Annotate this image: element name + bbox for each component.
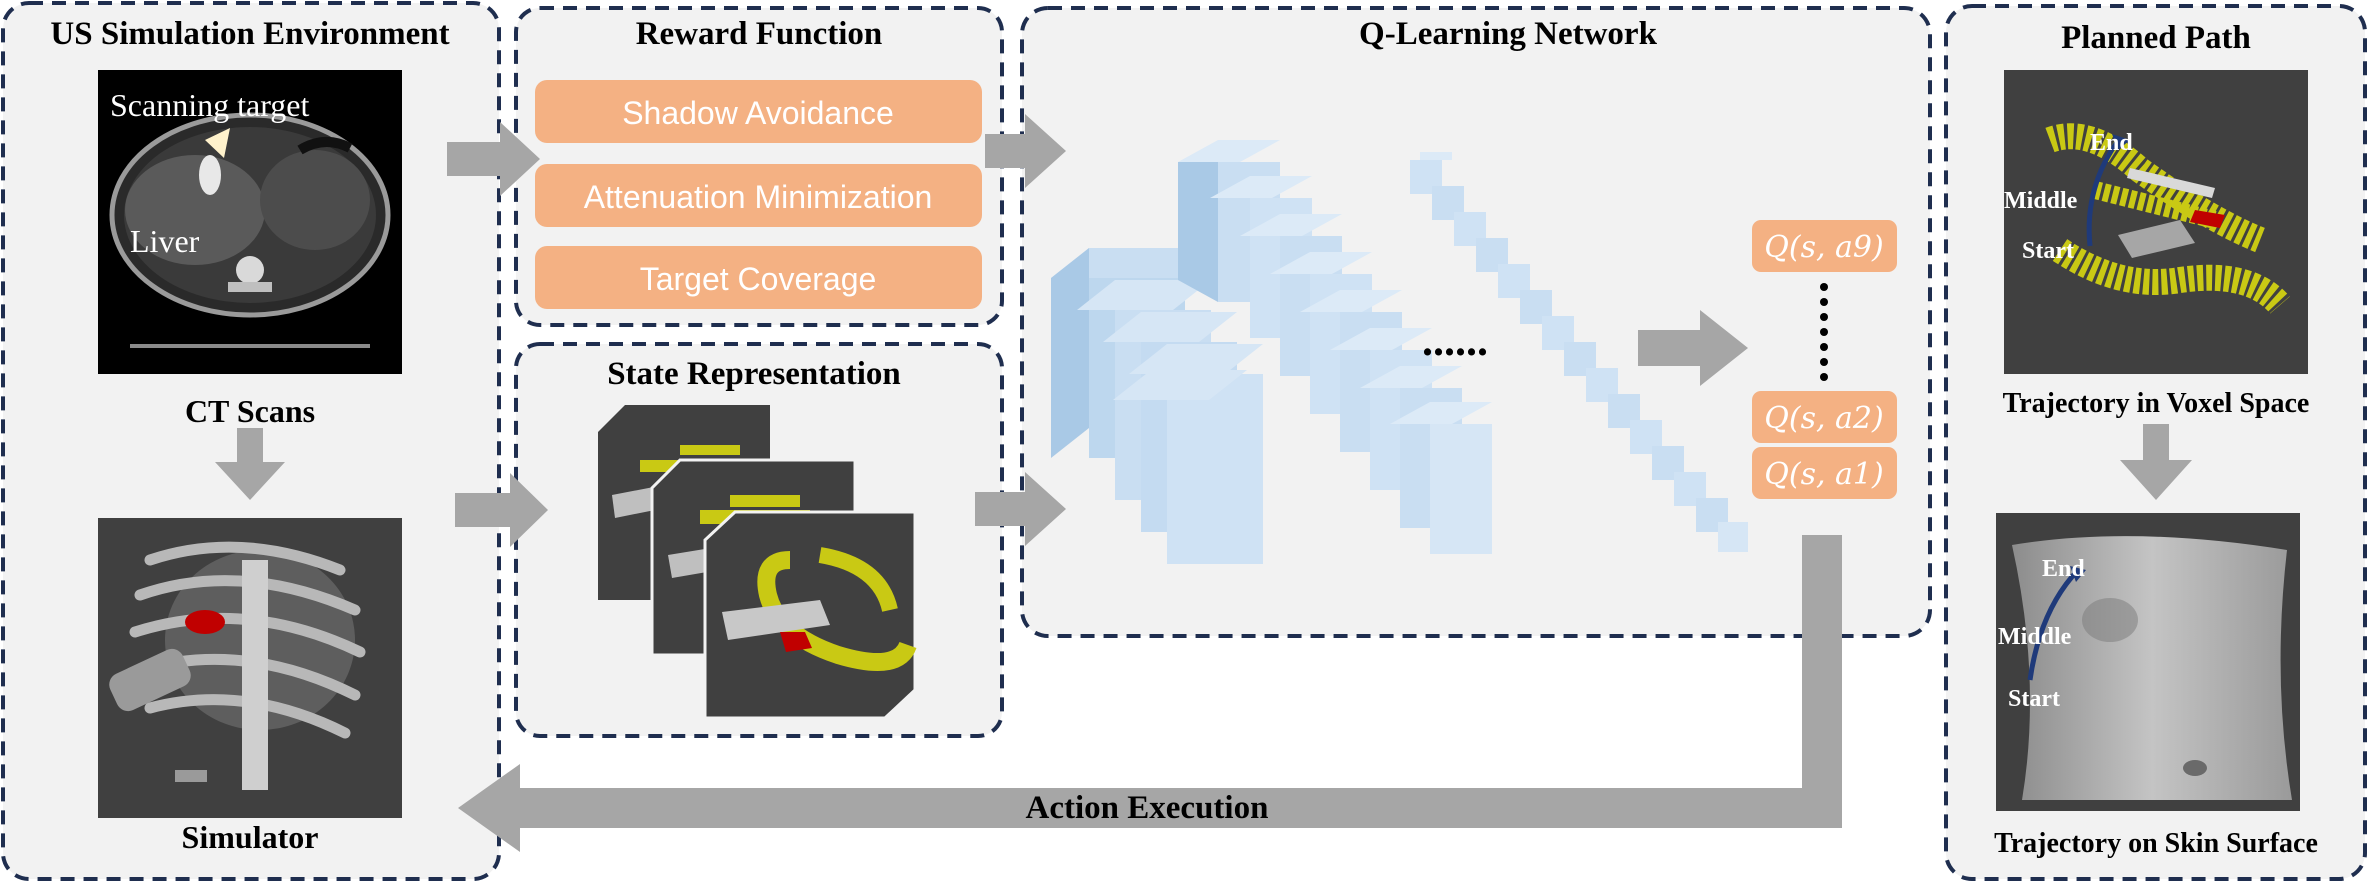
reward-item-shadow-label: Shadow Avoidance bbox=[622, 95, 894, 131]
action-label: Action Execution bbox=[1026, 790, 1269, 826]
simulator-image bbox=[98, 518, 402, 818]
state-voxel-stack bbox=[598, 405, 917, 720]
voxel-trajectory-image bbox=[2004, 70, 2308, 374]
network-title: Q-Learning Network bbox=[1359, 16, 1658, 52]
voxel-label-start: Start bbox=[2022, 238, 2074, 264]
q-output-a1-label: Q(s, a1) bbox=[1764, 457, 1883, 492]
reward-item-coverage-label: Target Coverage bbox=[640, 261, 877, 297]
q-output-a1 bbox=[1752, 447, 1897, 499]
reward-item-shadow bbox=[535, 80, 982, 143]
path-title: Planned Path bbox=[2061, 20, 2251, 56]
reward-item-attenuation-label: Attenuation Minimization bbox=[584, 179, 933, 215]
ct-caption: CT Scans bbox=[185, 393, 315, 429]
arrow-action-execution bbox=[458, 535, 1842, 852]
arrow-reward-to-network bbox=[985, 114, 1066, 188]
arrow-env-to-reward bbox=[447, 122, 540, 196]
q-output-a9-label: Q(s, a9) bbox=[1764, 230, 1883, 265]
ct-annotation-target: Scanning target bbox=[110, 87, 309, 123]
network-layer-2 bbox=[1178, 140, 1492, 554]
voxel-caption: Trajectory in Voxel Space bbox=[2003, 388, 2310, 419]
skin-label-end: End bbox=[2042, 556, 2085, 582]
reward-item-attenuation bbox=[535, 164, 982, 227]
arrow-state-to-network bbox=[975, 472, 1066, 546]
reward-title: Reward Function bbox=[636, 16, 883, 52]
arrow-network-to-output bbox=[1638, 310, 1748, 386]
q-output-a9 bbox=[1752, 220, 1897, 272]
env-title: US Simulation Environment bbox=[50, 16, 449, 52]
skin-label-start: Start bbox=[2008, 686, 2060, 712]
state-frame-3 bbox=[703, 510, 917, 720]
arrow-ct-to-simulator bbox=[215, 428, 285, 500]
arrow-voxel-to-skin bbox=[2120, 424, 2192, 500]
network-layer-3 bbox=[1410, 152, 1748, 552]
voxel-label-end: End bbox=[2090, 130, 2133, 156]
reward-item-coverage bbox=[535, 246, 982, 309]
scanning-target-pointer bbox=[205, 128, 230, 158]
arrow-env-to-state bbox=[455, 473, 548, 547]
ct-scan-image bbox=[98, 70, 402, 374]
skin-label-middle: Middle bbox=[1998, 624, 2072, 650]
skin-trajectory-image bbox=[1996, 513, 2300, 811]
network-ellipsis: ...... bbox=[1422, 316, 1488, 365]
q-output-a2-label: Q(s, a2) bbox=[1764, 401, 1883, 436]
voxel-label-middle: Middle bbox=[2004, 188, 2078, 214]
network-layer-1 bbox=[1051, 248, 1263, 564]
state-title: State Representation bbox=[607, 356, 901, 392]
q-output-dots bbox=[1820, 283, 1828, 381]
q-output-a2 bbox=[1752, 391, 1897, 443]
sim-caption: Simulator bbox=[182, 819, 319, 855]
skin-caption: Trajectory on Skin Surface bbox=[1994, 828, 2318, 859]
ct-annotation-liver: Liver bbox=[130, 223, 200, 259]
